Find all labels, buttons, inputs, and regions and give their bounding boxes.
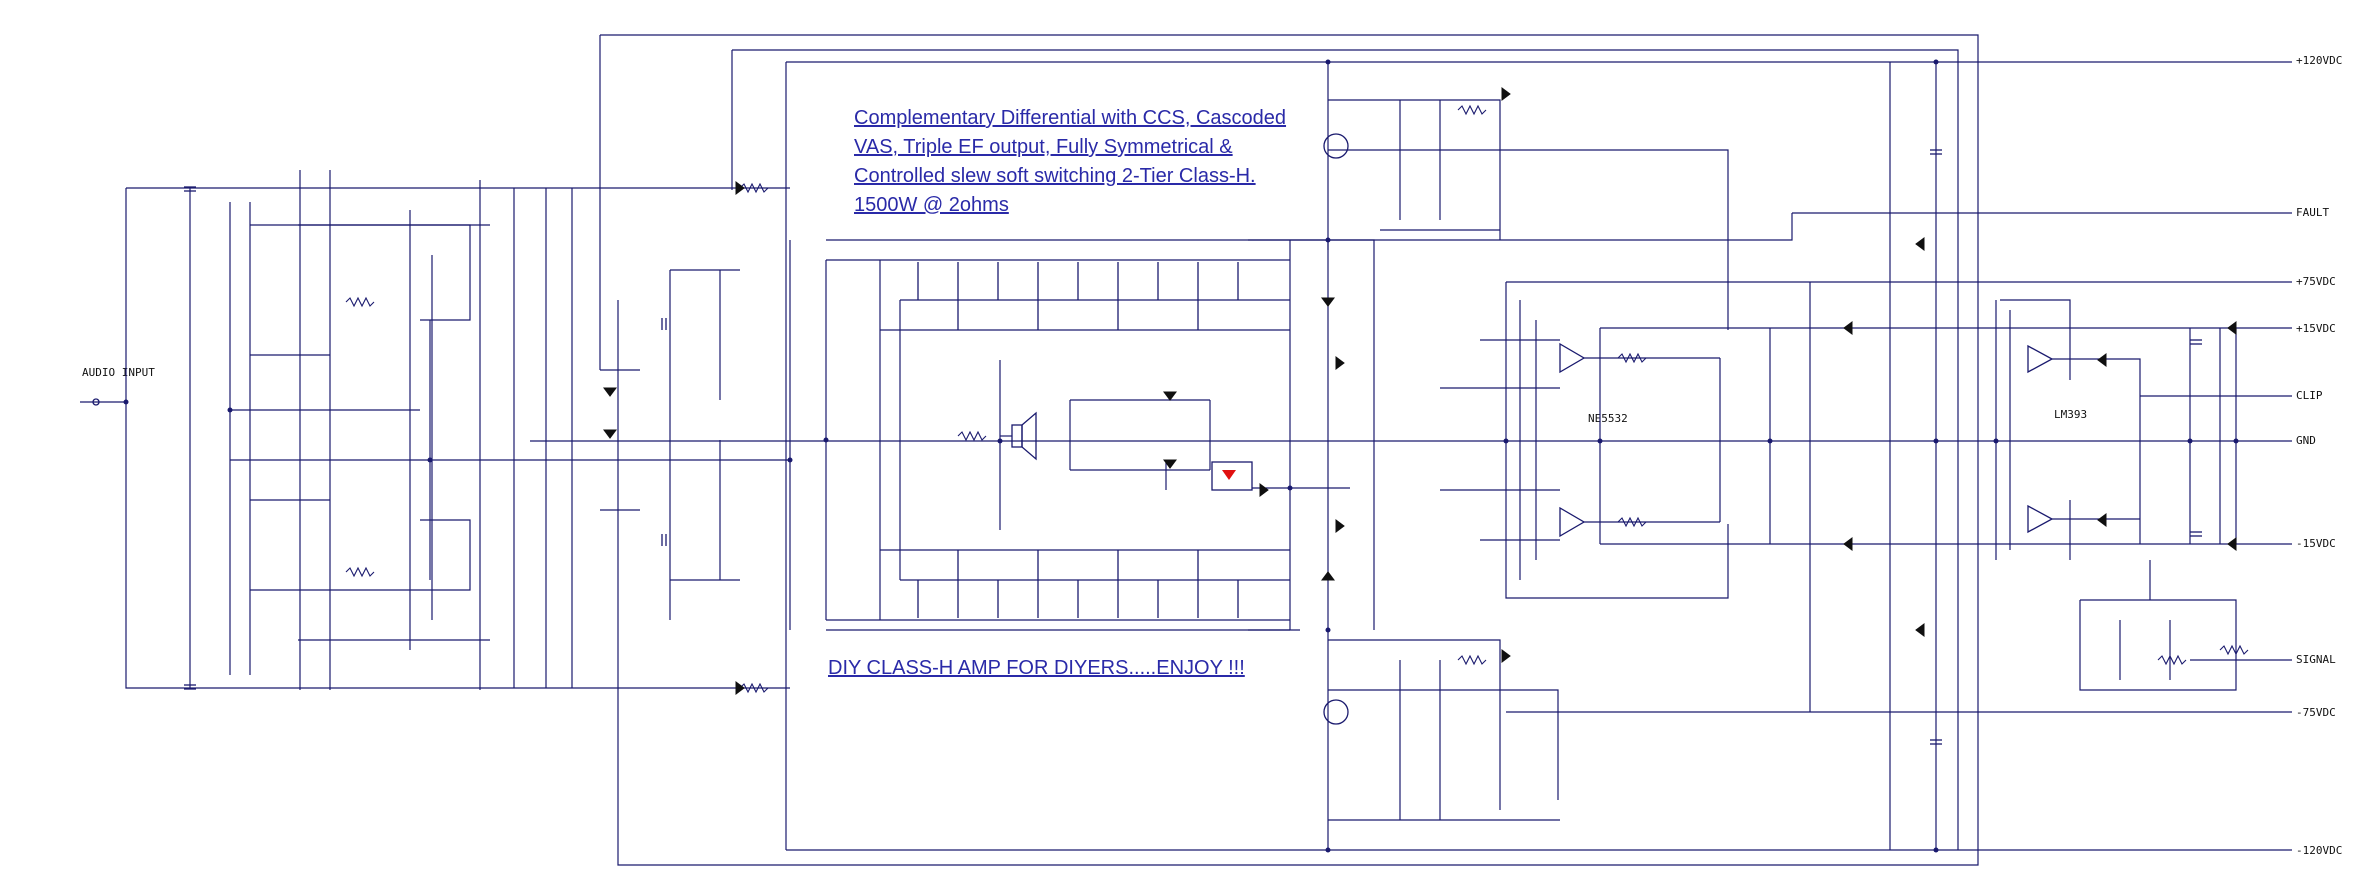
class-h-switch-lower xyxy=(1323,639,1560,821)
input-stage xyxy=(80,170,790,690)
rail-label-minus-15vdc: -15VDC xyxy=(2296,537,2336,550)
junction-dots xyxy=(123,59,2239,853)
opamp-label: NE5532 xyxy=(1588,412,1628,425)
optocoupler-icon xyxy=(1211,461,1253,491)
footer-note: DIY CLASS-H AMP FOR DIYERS.....ENJOY !!! xyxy=(828,657,1245,679)
output-transistor-array-upper xyxy=(917,262,1239,330)
speaker-icon xyxy=(1011,424,1023,448)
rail-label-plus-75vdc: +75VDC xyxy=(2296,275,2336,288)
opamp-lower-icon xyxy=(1559,506,1586,538)
rail-label-fault: FAULT xyxy=(2296,206,2329,219)
rail-label-clip: CLIP xyxy=(2296,389,2323,402)
class-h-switch-upper xyxy=(1290,99,1729,330)
comparator-section xyxy=(1995,299,2237,691)
schematic-title: Complementary Differential with CCS, Cas… xyxy=(854,107,1286,216)
title-line-3: Controlled slew soft switching 2-Tier Cl… xyxy=(854,165,1256,187)
comparator-label: LM393 xyxy=(2054,408,2087,421)
comparator-lower-icon xyxy=(2027,504,2054,534)
mosfet-lower-icon xyxy=(1323,699,1349,725)
mosfet-upper-icon xyxy=(1323,133,1349,159)
power-rails xyxy=(530,61,2292,851)
output-transistor-array-lower xyxy=(917,550,1239,618)
frame-wires xyxy=(599,34,1979,866)
opamp-control-section xyxy=(1300,213,1811,712)
vas-and-output-stage xyxy=(600,187,1375,689)
comparator-upper-icon xyxy=(2027,344,2054,374)
title-line-1: Complementary Differential with CCS, Cas… xyxy=(854,107,1286,129)
rail-label-gnd: GND xyxy=(2296,434,2316,447)
title-line-4: 1500W @ 2ohms xyxy=(854,194,1009,216)
diodes xyxy=(603,87,2237,695)
rail-labels: +120VDC FAULT +75VDC +15VDC CLIP GND -15… xyxy=(2296,54,2342,857)
resistors xyxy=(345,104,2249,694)
speaker-and-protection xyxy=(999,360,1350,530)
rail-label-plus-15vdc: +15VDC xyxy=(2296,322,2336,335)
capacitors xyxy=(184,149,2202,745)
opamp-upper-icon xyxy=(1559,342,1586,374)
rail-label-minus-75vdc: -75VDC xyxy=(2296,706,2336,719)
audio-input-label: AUDIO INPUT xyxy=(82,366,155,379)
rail-label-signal: SIGNAL xyxy=(2296,653,2336,666)
rail-label-minus-120vdc: -120VDC xyxy=(2296,844,2342,857)
rail-label-plus-120vdc: +120VDC xyxy=(2296,54,2342,67)
title-line-2: VAS, Triple EF output, Fully Symmetrical… xyxy=(854,136,1233,158)
